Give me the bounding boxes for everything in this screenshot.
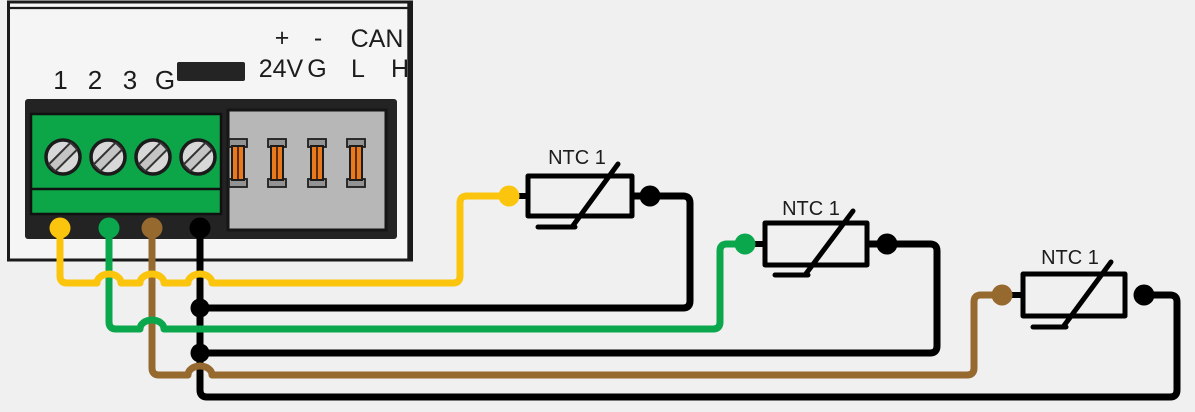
wire-green-input2 [105, 224, 749, 333]
ntc1-label: NTC 1 [548, 147, 606, 169]
black-ground-wires [190, 192, 1181, 401]
label-minus: - [314, 24, 322, 52]
ntc2-label: NTC 1 [782, 198, 840, 220]
clamp-contact-3 [307, 138, 327, 188]
label-can-h: H [391, 55, 409, 83]
ntc3-input-dot [991, 284, 1013, 306]
label-input-3: 3 [123, 65, 137, 95]
screw-terminal-1 [44, 138, 82, 176]
junction-dot-ntc1 [190, 298, 210, 318]
screw-terminal-2 [89, 138, 127, 176]
clamp-contact-4 [346, 138, 366, 188]
wire-black-return-ntc2 [196, 240, 941, 357]
clamp-contact-1 [228, 138, 248, 188]
screw-terminal-block [29, 112, 223, 216]
terminal-dot-black [189, 217, 211, 239]
label-input-g: G [155, 65, 175, 95]
label-can-l: L [351, 55, 365, 83]
clamp-contact-2 [267, 138, 287, 188]
label-plus: + [275, 24, 290, 52]
ntc-sensor-2: NTC 1 [762, 198, 870, 278]
wire-black-return-ntc1 [196, 192, 694, 312]
screw-slot [138, 142, 168, 172]
screw-terminal-3 [134, 138, 172, 176]
terminal-dot-brown [141, 217, 163, 239]
ntc-sensors: NTC 1 NTC 1 NTC 1 [525, 147, 1128, 330]
thermistor-diagonal [569, 161, 621, 230]
jumper-bar [177, 62, 245, 81]
junction-dot-ntc2 [190, 343, 210, 363]
label-can: CAN [351, 25, 404, 53]
ntc1-return-dot [639, 185, 661, 207]
ntc-sensor-1: NTC 1 [525, 147, 635, 230]
label-input-2: 2 [88, 65, 102, 95]
screw-slot [48, 142, 78, 172]
analog-input-labels: 1 2 3 G [53, 65, 175, 95]
ntc3-return-dot [1133, 284, 1155, 306]
wire-black-bus [196, 224, 1181, 401]
thermistor-body [762, 220, 870, 268]
wire-brown-input3 [148, 224, 1006, 379]
screw-terminal-4 [179, 138, 217, 176]
ntc2-return-dot [876, 233, 898, 255]
terminal-dot-yellow [49, 217, 71, 239]
controller-panel: 1 2 3 G + - CAN 24V G L H [7, 0, 413, 262]
ntc-sensor-3: NTC 1 [1020, 247, 1128, 330]
spring-clamp-connector [226, 108, 388, 232]
label-input-1: 1 [53, 65, 67, 95]
screw-slot [183, 142, 213, 172]
label-24v-g: G [307, 55, 326, 83]
ntc3-label: NTC 1 [1041, 247, 1099, 269]
thermistor-diagonal [802, 208, 856, 278]
ntc2-input-dot [734, 233, 756, 255]
connection-dots [49, 185, 1155, 306]
thermistor-body [525, 173, 635, 219]
ntc1-input-dot [498, 185, 520, 207]
thermistor-diagonal [1060, 259, 1114, 330]
label-24v: 24V [259, 55, 304, 83]
screw-slot [93, 142, 123, 172]
terminal-dot-green [98, 217, 120, 239]
wire-yellow-input1 [56, 192, 513, 287]
power-can-labels: + - CAN 24V G L H [259, 24, 409, 83]
